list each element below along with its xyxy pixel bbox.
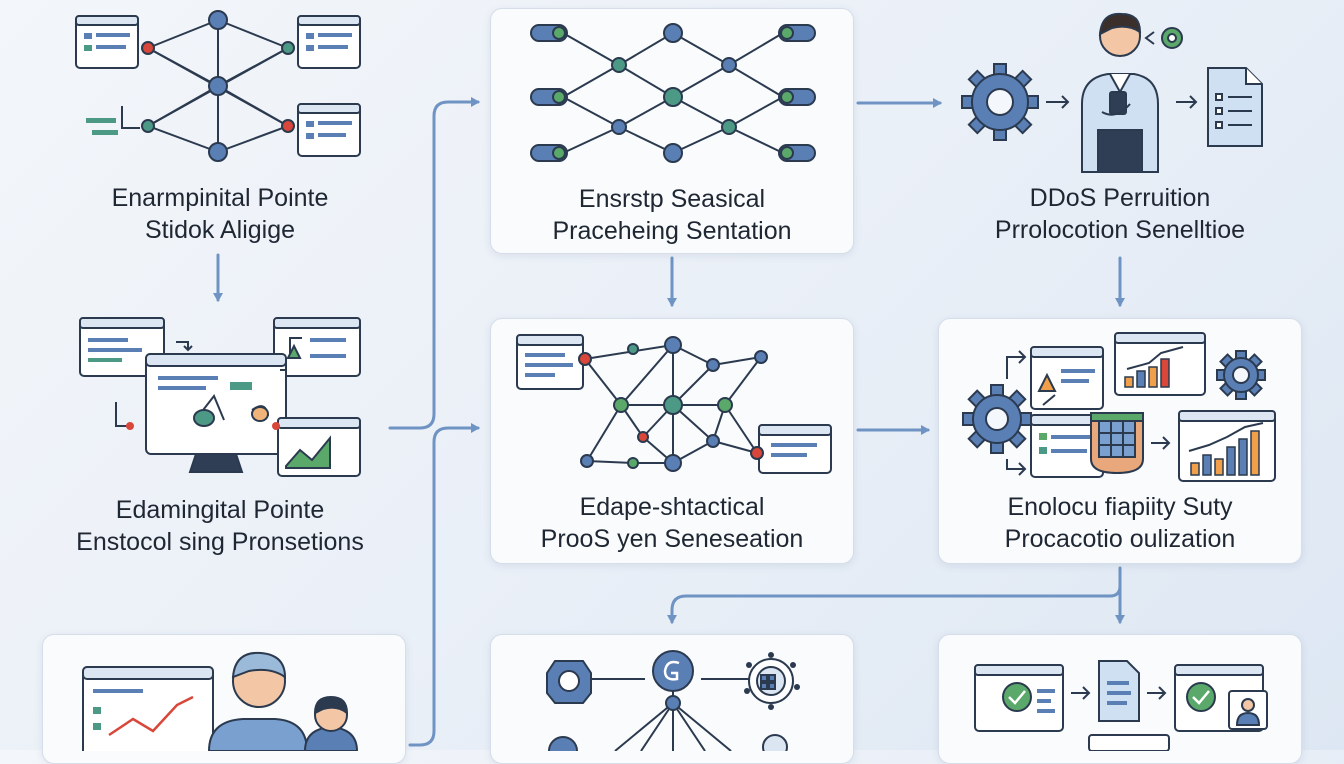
step-node-3: DDoS Perruition Prrolocotion Senelltioe [950,0,1290,260]
step-label-3: DDoS Perruition Prrolocotion Senelltioe [950,182,1290,246]
step-label-3-line-2: Prrolocotion Senelltioe [994,216,1246,244]
step-label-4-line-2: Enstocol sing Pronsetions [76,528,364,556]
step-node-7 [42,634,406,764]
step-label-4: Edamingital Pointe Enstocol sing Pronset… [40,494,400,558]
step-label-2-line-2: Praceheing Sentation [552,217,792,245]
gear-person-document-icon [961,12,1263,173]
step-node-1: Enarmpinital Pointe Stidok Aligige [40,0,400,260]
step-node-9 [938,634,1302,764]
step-label-3-line-1: DDoS Perruition [1029,184,1211,212]
step-node-2: Ensrstp Seasical Praceheing Sentation [490,8,854,254]
arrow-n6-n8 [667,578,1122,624]
document-icon [1207,67,1263,147]
step-label-4-line-1: Edamingital Pointe [115,496,325,524]
gear-icon [961,63,1039,141]
network-graph-icon [75,10,361,162]
monitor-dashboards-icon [79,317,361,477]
step-label-5-line-1: Edape-shtactical [579,493,765,521]
step-label-2: Ensrstp Seasical Praceheing Sentation [491,183,853,247]
person-icon [1081,12,1159,173]
step-label-1: Enarmpinital Pointe Stidok Aligige [40,182,400,246]
step-label-6-line-1: Enolocu fiapiity Suty [1007,493,1233,521]
step-label-1-line-1: Enarmpinital Pointe [111,184,329,212]
step-node-5: Edape-shtactical ProoS yen Seneseation [490,318,854,564]
connected-hub-icon [546,650,800,751]
step-label-5-line-2: ProoS yen Seneseation [540,525,804,553]
step-node-6: Enolocu fiapiity Suty Procacotio oulizat… [938,318,1302,564]
arrow-n7-n5 [408,423,480,747]
users-chart-icon [82,651,359,751]
analytics-dashboard-icon [962,332,1276,482]
step-label-6-line-2: Procacotio oulization [1004,525,1236,553]
step-label-6: Enolocu fiapiity Suty Procacotio oulizat… [939,491,1301,555]
mesh-network-icon [516,334,832,474]
gear-icon [1216,350,1266,400]
step-label-5: Edape-shtactical ProoS yen Seneseation [491,491,853,555]
step-node-8 [490,634,854,764]
arrow-n4-n2 [388,97,480,430]
gear-icon [962,384,1032,454]
step-label-2-line-1: Ensrstp Seasical [578,185,766,213]
layered-network-icon [530,23,816,163]
step-label-1-line-2: Stidok Aligige [144,216,296,244]
verification-flow-icon [974,660,1268,751]
step-node-4: Edamingital Pointe Enstocol sing Pronset… [40,310,400,570]
